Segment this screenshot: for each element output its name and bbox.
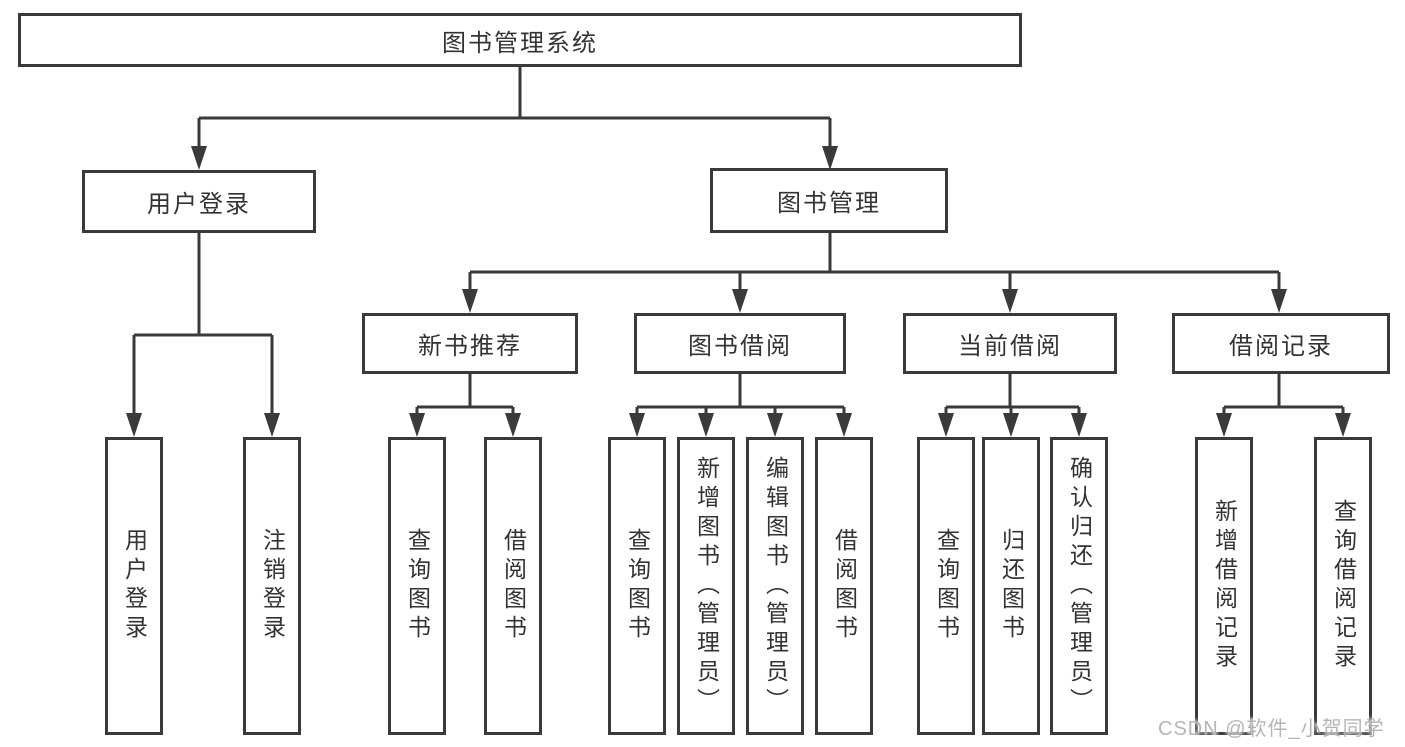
node-book-management-label: 图书管理 xyxy=(777,190,881,217)
leaf-query-borrow-record-label: 查询借阅记录 xyxy=(1330,499,1357,673)
csdn-watermark: CSDN @软件_小贺同学 xyxy=(1158,718,1385,740)
leaf-add-book-admin: 新增图书（管理员） xyxy=(677,437,735,735)
node-current-borrowing: 当前借阅 xyxy=(903,313,1117,374)
leaf-borrow-books-recommend: 借阅图书 xyxy=(484,437,542,735)
leaf-query-borrow-record: 查询借阅记录 xyxy=(1314,437,1372,735)
leaf-edit-book-admin-label: 编辑图书（管理员） xyxy=(762,455,789,717)
leaf-borrow-books-recommend-label: 借阅图书 xyxy=(500,528,527,644)
leaf-query-books-current-label: 查询图书 xyxy=(933,528,960,644)
node-root-library-management-system: 图书管理系统 xyxy=(18,13,1022,67)
node-user-login: 用户登录 xyxy=(82,170,316,233)
node-new-book-recommend: 新书推荐 xyxy=(362,313,578,374)
node-book-borrowing: 图书借阅 xyxy=(634,313,846,374)
leaf-logout-label: 注销登录 xyxy=(259,528,286,644)
leaf-borrow-books-borrowing: 借阅图书 xyxy=(815,437,873,735)
leaf-add-book-admin-label: 新增图书（管理员） xyxy=(693,455,720,717)
node-borrowing-records: 借阅记录 xyxy=(1172,313,1390,374)
node-current-borrowing-label: 当前借阅 xyxy=(958,333,1062,360)
leaf-query-books-borrowing: 查询图书 xyxy=(608,437,666,735)
node-book-management: 图书管理 xyxy=(710,168,948,233)
leaf-edit-book-admin: 编辑图书（管理员） xyxy=(746,437,804,735)
leaf-query-books-recommend-label: 查询图书 xyxy=(404,528,431,644)
leaf-confirm-return-admin-label: 确认归还（管理员） xyxy=(1066,455,1093,717)
node-book-borrowing-label: 图书借阅 xyxy=(688,333,792,360)
leaf-user-login: 用户登录 xyxy=(105,437,163,735)
leaf-query-books-borrowing-label: 查询图书 xyxy=(624,528,651,644)
leaf-borrow-books-borrowing-label: 借阅图书 xyxy=(831,528,858,644)
node-borrowing-records-label: 借阅记录 xyxy=(1229,333,1333,360)
leaf-add-borrow-record-label: 新增借阅记录 xyxy=(1211,499,1238,673)
leaf-confirm-return-admin: 确认归还（管理员） xyxy=(1050,437,1108,735)
leaf-query-books-current: 查询图书 xyxy=(917,437,975,735)
node-user-login-label: 用户登录 xyxy=(147,191,251,218)
node-new-book-recommend-label: 新书推荐 xyxy=(418,333,522,360)
node-root-label: 图书管理系统 xyxy=(442,29,598,57)
leaf-logout: 注销登录 xyxy=(243,437,301,735)
leaf-user-login-label: 用户登录 xyxy=(121,528,148,644)
leaf-query-books-recommend: 查询图书 xyxy=(388,437,446,735)
leaf-add-borrow-record: 新增借阅记录 xyxy=(1195,437,1253,735)
leaf-return-book: 归还图书 xyxy=(982,437,1040,735)
leaf-return-book-label: 归还图书 xyxy=(998,528,1025,644)
